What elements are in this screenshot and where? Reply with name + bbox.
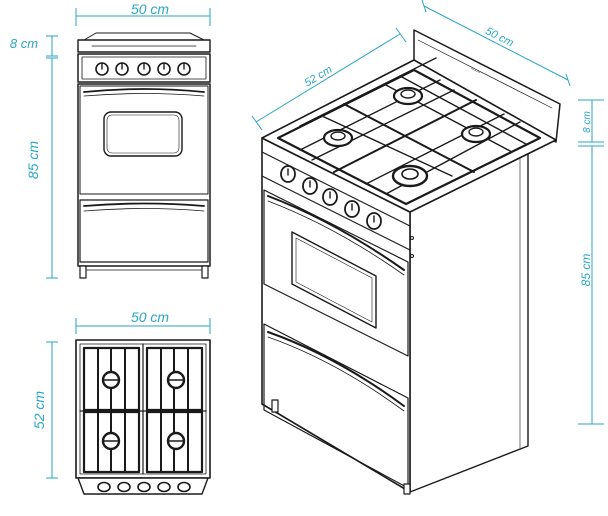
front-body-height-label: 85 cm xyxy=(25,141,41,179)
perspective-view: 52 cm 50 cm 8 cm 85 cm xyxy=(251,0,604,495)
front-top-height-dimension: 8 cm xyxy=(10,35,58,57)
top-view: 50 cm 52 cm xyxy=(31,309,211,495)
svg-text:~~~: ~~~ xyxy=(469,66,482,76)
top-stove-drawing xyxy=(75,339,211,495)
perspective-burners xyxy=(322,86,492,188)
front-stove-drawing xyxy=(77,32,211,279)
burner-icon xyxy=(391,164,429,188)
front-width-label: 50 cm xyxy=(131,1,169,17)
top-width-label: 50 cm xyxy=(131,309,169,325)
perspective-depth-label: 52 cm xyxy=(303,64,335,90)
perspective-body-height-dimension: 85 cm xyxy=(578,145,604,425)
front-body-height-dimension: 85 cm xyxy=(25,57,58,279)
front-top-height-label: 8 cm xyxy=(10,36,38,51)
front-knobs xyxy=(95,62,191,76)
top-knobs xyxy=(97,481,191,493)
perspective-top-height-dimension: 8 cm xyxy=(578,99,604,143)
perspective-stove-drawing: ~~~ xyxy=(261,29,561,495)
front-width-dimension: 50 cm xyxy=(75,1,211,26)
perspective-grates xyxy=(276,57,542,206)
top-width-dimension: 50 cm xyxy=(75,309,211,334)
perspective-knobs xyxy=(280,165,382,230)
top-burners xyxy=(101,370,186,451)
top-depth-dimension: 52 cm xyxy=(31,341,58,479)
knob-icon xyxy=(157,481,171,493)
knob-icon xyxy=(117,481,131,493)
knob-icon xyxy=(97,481,111,493)
perspective-body-height-label: 85 cm xyxy=(579,254,593,287)
perspective-width-label: 50 cm xyxy=(483,25,515,49)
perspective-top-height-label: 8 cm xyxy=(582,111,593,133)
front-view: 50 cm 8 cm 85 cm xyxy=(10,1,211,279)
top-depth-label: 52 cm xyxy=(31,391,47,429)
knob-icon xyxy=(137,481,151,493)
knob-icon xyxy=(177,481,191,493)
